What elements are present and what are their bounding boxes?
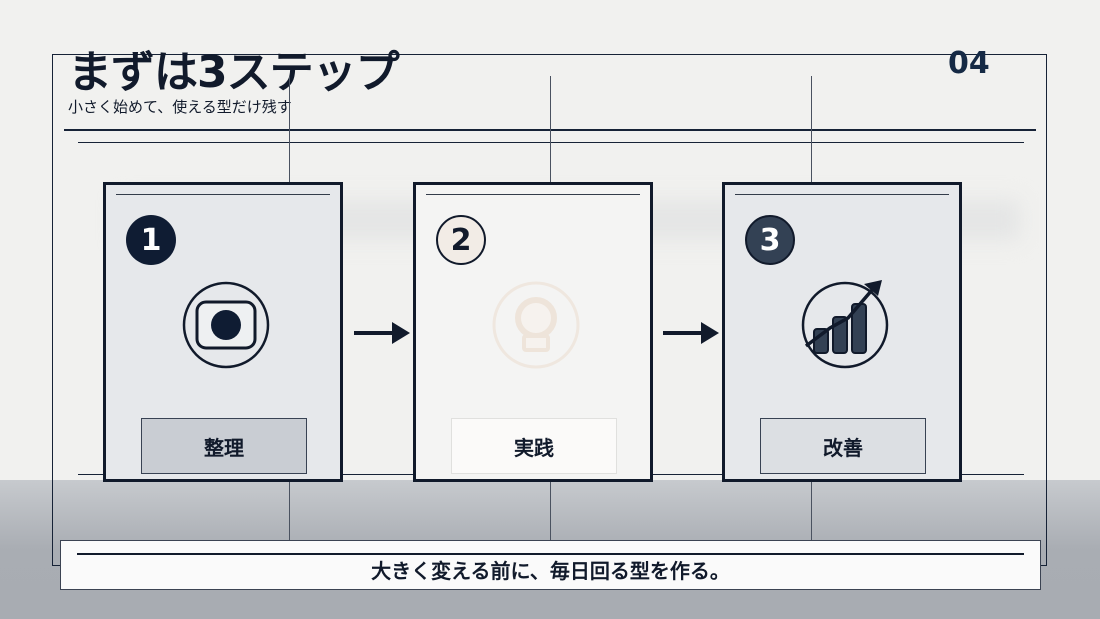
page-number: 04: [948, 46, 990, 81]
card-top-rule: [735, 194, 949, 195]
footer-message: 大きく変える前に、毎日回る型を作る。: [371, 559, 730, 583]
step-card-3: 3 改善: [722, 182, 962, 482]
step-number-badge: 3: [745, 215, 795, 265]
step-card-2: 2 実践: [413, 182, 653, 482]
step-number-badge: 2: [436, 215, 486, 265]
step-label: 改善: [760, 418, 926, 474]
card-top-rule: [116, 194, 330, 195]
step-card-1: 1 整理: [103, 182, 343, 482]
footer-rule: [77, 553, 1024, 555]
arrow-right-icon: [354, 322, 410, 344]
step-label: 整理: [141, 418, 307, 474]
step-label: 実践: [451, 418, 617, 474]
footer-banner: 大きく変える前に、毎日回る型を作る。: [60, 540, 1041, 590]
card-top-rule: [426, 194, 640, 195]
arrow-right-icon: [663, 322, 719, 344]
page-subtitle: 小さく始めて、使える型だけ残す: [68, 98, 292, 116]
image-frame-icon: [182, 281, 270, 369]
page-title: まずは3ステップ: [68, 47, 400, 98]
step-number-badge: 1: [126, 215, 176, 265]
growth-chart-icon: [801, 280, 889, 369]
header-rule-thin: [78, 142, 1024, 143]
lightbulb-icon: [492, 281, 580, 369]
